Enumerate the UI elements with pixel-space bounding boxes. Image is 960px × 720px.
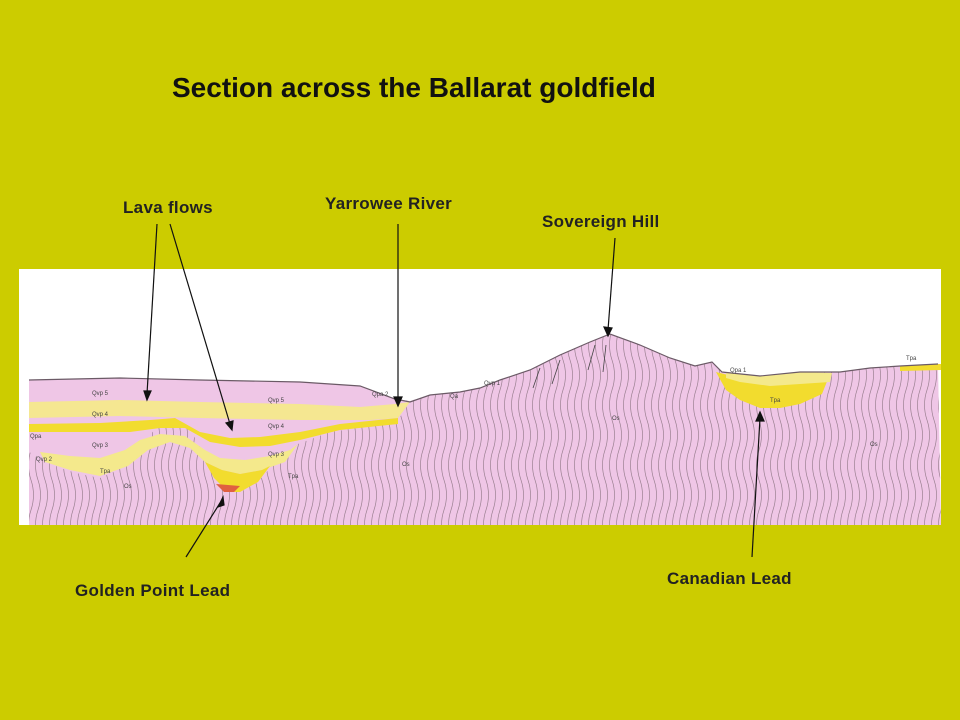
- unit-code: Os: [870, 442, 878, 448]
- page-title: Section across the Ballarat goldfield: [172, 72, 656, 103]
- lava-flow-middle: [29, 418, 398, 447]
- label-canadian-lead: Canadian Lead: [667, 569, 792, 588]
- arrow-lava-flows-2: [169, 223, 231, 425]
- arrowhead: [143, 390, 152, 402]
- lava-flow-lower: [40, 434, 298, 476]
- arrowhead: [224, 420, 234, 432]
- unit-code: Os: [124, 484, 132, 490]
- label-yarrowee-river: Yarrowee River: [325, 194, 453, 213]
- unit-code: Qvp 5: [92, 391, 109, 397]
- unit-code: Qvp 4: [92, 412, 109, 418]
- lava-flow-upper: [29, 400, 410, 420]
- arrow-golden-point-lead: [185, 502, 221, 558]
- arrow-lava-flows-1: [146, 223, 158, 395]
- arrowhead: [393, 396, 403, 408]
- label-lava-flows: Lava flows: [123, 198, 213, 217]
- unit-code: Qvp 2: [36, 457, 53, 463]
- unit-code: Qvp 3: [268, 452, 285, 458]
- arrowhead: [216, 494, 225, 509]
- unit-code: Qvp 1: [484, 381, 501, 387]
- unit-code: Qpa: [30, 434, 42, 440]
- arrow-sovereign-hill: [607, 237, 616, 331]
- unit-code: Tpa: [770, 398, 781, 404]
- label-sovereign-hill: Sovereign Hill: [542, 212, 660, 231]
- unit-code: Os: [402, 462, 410, 468]
- arrow-canadian-lead: [751, 417, 761, 558]
- unit-code: Qa: [450, 394, 459, 400]
- unit-code: Qpa 1: [730, 368, 747, 374]
- unit-code: Tpa: [100, 469, 111, 475]
- unit-code: Tpa: [906, 356, 917, 362]
- arrowhead: [755, 410, 765, 422]
- label-golden-point-lead: Golden Point Lead: [75, 581, 231, 600]
- unit-code: Qpa 2: [372, 392, 389, 398]
- unit-code: Qvp 4: [268, 424, 285, 430]
- unit-code: Tpa: [288, 474, 299, 480]
- golden-point-lead-gravel: [216, 484, 240, 492]
- unit-code: Qvp 3: [92, 443, 109, 449]
- arrowhead: [603, 326, 613, 338]
- unit-code: Qvp 5: [268, 398, 285, 404]
- unit-code: Os: [612, 416, 620, 422]
- ground-surface-line: [28, 333, 939, 403]
